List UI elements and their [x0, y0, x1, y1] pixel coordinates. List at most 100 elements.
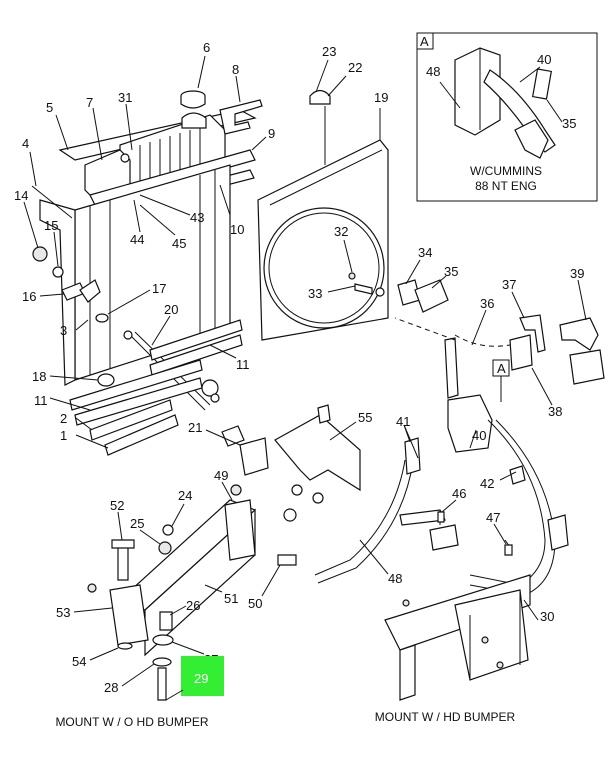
callout-33: 33	[308, 286, 322, 301]
callout-39: 39	[570, 266, 584, 281]
callout-18: 18	[32, 369, 46, 384]
callout-1: 1	[60, 428, 67, 443]
end-plate-49	[224, 499, 256, 561]
flag-letter: A	[497, 361, 506, 376]
nut-14	[32, 246, 48, 262]
bracket-30	[454, 589, 529, 681]
callout-40: 40	[472, 428, 486, 443]
lower-hose	[314, 394, 569, 596]
callout-9: 9	[268, 126, 275, 141]
callout-2: 2	[60, 411, 67, 426]
inset-caption-2: 88 NT ENG	[475, 179, 537, 193]
callouts: 1 2 3 4 5 6 7 8 9 10 11 11 14	[14, 40, 587, 701]
callout-19: 19	[374, 90, 388, 105]
callout-52: 52	[110, 498, 124, 513]
inset-callout-48: 48	[426, 64, 440, 79]
screw-47	[504, 544, 513, 556]
callout-44: 44	[130, 232, 144, 247]
washer-28	[152, 657, 172, 667]
callout-36: 36	[480, 296, 494, 311]
callout-22: 22	[348, 60, 362, 75]
washer-25	[158, 541, 172, 555]
highlight-box[interactable]	[181, 656, 224, 696]
callout-23: 23	[322, 44, 336, 59]
part-27	[152, 634, 174, 646]
bolt-52	[117, 544, 129, 581]
end-plate-53	[109, 584, 149, 646]
tube-stub	[399, 509, 446, 526]
part-21b	[239, 437, 269, 476]
inset-callout-40: 40	[537, 52, 551, 67]
bolt-50	[277, 554, 297, 566]
hose-assembly: A	[394, 279, 605, 402]
callout-8: 8	[232, 62, 239, 77]
callout-10: 10	[230, 222, 244, 237]
fan-ring	[263, 207, 385, 329]
radiator-assembly	[31, 90, 269, 476]
callout-26: 26	[186, 598, 200, 613]
callout-49: 49	[214, 468, 228, 483]
part-24	[162, 524, 174, 536]
callout-3: 3	[60, 323, 67, 338]
callout-4: 4	[22, 136, 29, 151]
callout-6: 6	[203, 40, 210, 55]
callout-17: 17	[152, 281, 166, 296]
caption-left: MOUNT W / O HD BUMPER	[55, 715, 208, 729]
bracket-8	[219, 99, 263, 135]
callout-21: 21	[188, 420, 202, 435]
mount-plate	[274, 414, 361, 492]
washer-54	[117, 642, 133, 650]
inset-caption-1: W/CUMMINS	[470, 164, 542, 178]
bumper-mount-right	[384, 511, 531, 701]
callout-51: 51	[224, 591, 238, 606]
bracket-40	[447, 394, 493, 453]
inset-elbow	[514, 119, 549, 159]
inset-letter-box	[416, 32, 434, 50]
callout-31: 31	[118, 90, 132, 105]
callout-25: 25	[130, 516, 144, 531]
hose-35	[414, 279, 449, 313]
callout-29[interactable]: 29	[194, 671, 208, 686]
callout-24: 24	[178, 488, 192, 503]
callout-34: 34	[418, 245, 432, 260]
bar-9	[89, 149, 256, 206]
callout-11a: 11	[236, 357, 250, 372]
part-17	[95, 313, 109, 323]
inset-letter: A	[420, 34, 429, 49]
callout-38: 38	[548, 404, 562, 419]
callout-32: 32	[334, 224, 348, 239]
bar-11-upper	[149, 319, 243, 361]
callout-20: 20	[164, 302, 178, 317]
part-18	[97, 373, 115, 387]
callout-47: 47	[486, 510, 500, 525]
caption-right: MOUNT W / HD BUMPER	[375, 710, 516, 724]
rod-4	[31, 185, 73, 219]
callout-11b: 11	[34, 393, 48, 408]
screw-46	[437, 511, 445, 523]
callout-5: 5	[46, 100, 53, 115]
callout-43: 43	[190, 210, 204, 225]
hose-40	[469, 419, 546, 586]
part-26	[159, 611, 173, 631]
clamp-22	[309, 89, 331, 105]
bracket-37	[519, 314, 546, 353]
callout-16: 16	[22, 289, 36, 304]
callout-37: 37	[502, 277, 516, 292]
inset-cummins: A 40 48 35 W/CUMMINS 88 NT ENG	[416, 32, 598, 202]
callout-45: 45	[172, 236, 186, 251]
inset-callout-35: 35	[562, 116, 576, 131]
fan-shroud	[257, 89, 389, 341]
callout-54: 54	[72, 654, 86, 669]
part-21a	[221, 425, 245, 447]
bar-11-lower	[69, 359, 203, 411]
hose-36	[444, 337, 459, 399]
elbow-39	[559, 317, 599, 351]
inset-frame	[416, 32, 598, 202]
callout-30: 30	[540, 609, 554, 624]
callout-14: 14	[14, 188, 28, 203]
rail-2	[89, 399, 173, 441]
callout-7: 7	[86, 95, 93, 110]
callout-41: 41	[396, 414, 410, 429]
